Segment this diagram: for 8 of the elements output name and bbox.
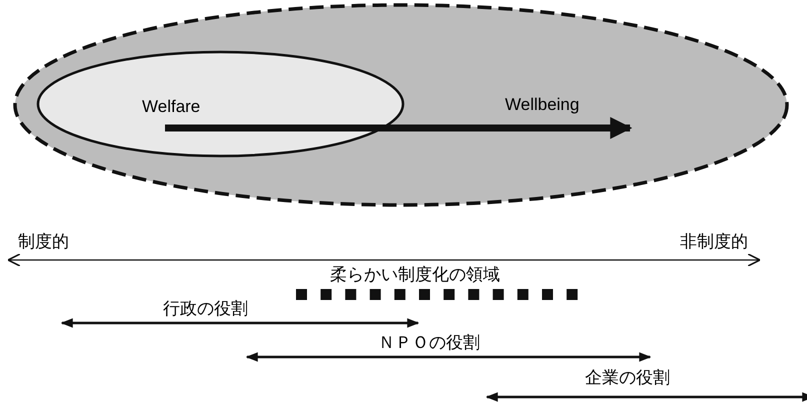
scale-label: 柔らかい制度化の領域 [330,267,500,284]
scale-label: ＮＰＯの役割 [378,335,480,352]
ellipse-label: Wellbeing [505,95,580,115]
scale-label: 非制度的 [680,234,748,251]
scale-label: 行政の役割 [163,301,248,318]
scale-label: 企業の役割 [585,370,670,387]
ellipse-label: Welfare [142,97,200,117]
scale-label: 制度的 [18,234,69,251]
